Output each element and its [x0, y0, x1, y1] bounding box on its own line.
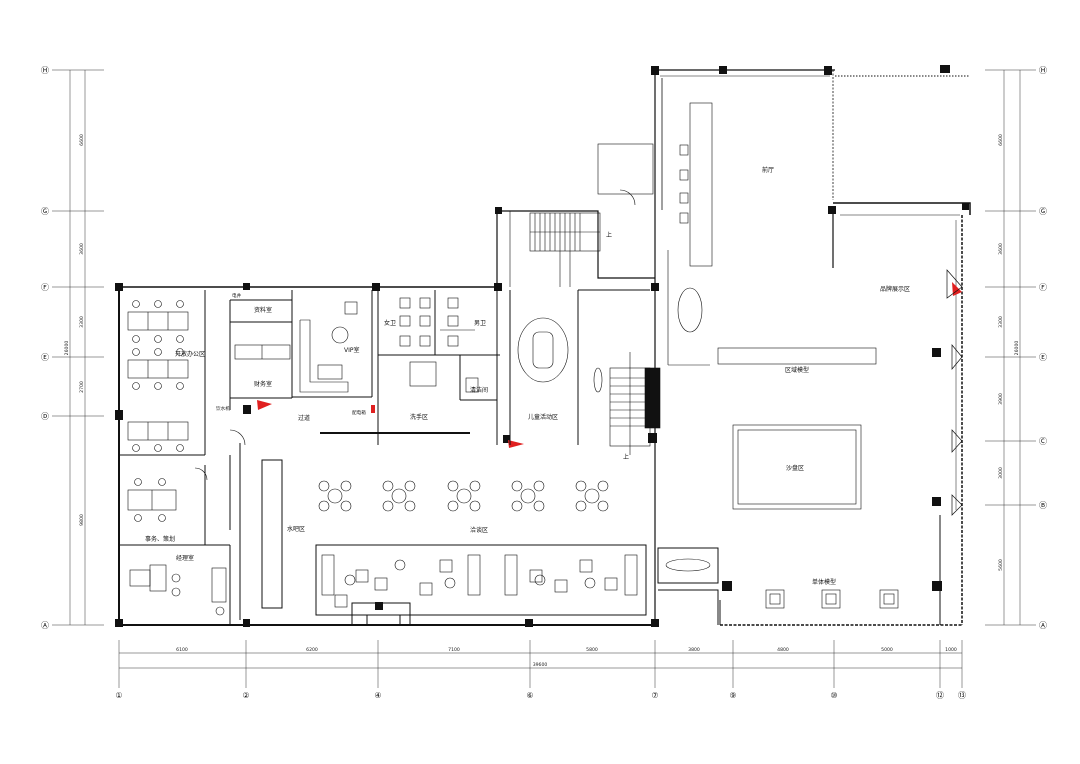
dim-right-2: 3600 [998, 243, 1004, 255]
label-water-bar: 水吧区 [287, 525, 305, 533]
axis-e-right: Ⓔ [1039, 353, 1047, 362]
label-female-wc: 女卫 [384, 319, 396, 327]
dim-right-4: 3900 [998, 393, 1004, 405]
axis-a-left: Ⓐ [41, 621, 49, 630]
axis-e-left: Ⓔ [41, 353, 49, 362]
label-negotiation: 洽谈区 [470, 526, 488, 534]
label-electric: 电井 [232, 292, 242, 299]
dim-left-3: 3300 [79, 316, 85, 328]
column-axis: ① ② ④ ⑥ ⑦ ⑨ ⑩ ⑫ ⑬ [115, 691, 966, 700]
dim-right-5: 3000 [998, 467, 1004, 479]
label-lobby: 前厅 [762, 166, 774, 174]
dim-bottom-3: 7100 [448, 647, 460, 653]
axis-7: ⑦ [651, 691, 658, 700]
axis-2: ② [242, 691, 249, 700]
dim-left-total: 26000 [64, 341, 70, 356]
dim-bottom-6: 4800 [777, 647, 789, 653]
stair-up-label: 上 [606, 231, 612, 239]
label-manager: 经理室 [176, 554, 194, 562]
axis-6: ⑥ [526, 691, 533, 700]
axis-b-right: Ⓑ [1039, 501, 1047, 510]
fire-hydrants [257, 282, 962, 448]
axis-h-left: Ⓗ [41, 66, 49, 75]
axis-g-right: Ⓖ [1039, 207, 1047, 216]
label-corridor: 过道 [298, 414, 310, 422]
label-finance: 财务室 [254, 380, 272, 388]
axis-f-left: Ⓕ [41, 283, 49, 292]
label-washing: 洗手区 [410, 413, 428, 421]
brand-display-marks [946, 269, 963, 516]
interior-walls [119, 289, 719, 625]
label-cleaning: 清洁间 [470, 386, 488, 394]
stair-up-label-2: 上 [623, 453, 629, 461]
dim-bottom-total: 39600 [533, 662, 548, 668]
dim-left-1: 6600 [79, 134, 85, 146]
label-water-room: 饮水机 [216, 405, 230, 412]
label-brand: 品牌展示区 [880, 285, 910, 293]
dimension-labels: 6100 6200 7100 5800 3800 4800 5000 1000 … [64, 134, 1020, 668]
dim-left-4: 2700 [79, 381, 85, 393]
axis-f-right: Ⓕ [1039, 283, 1047, 292]
dim-right-1: 6600 [998, 134, 1004, 146]
open-office-desks [127, 102, 899, 616]
axis-h-right: Ⓗ [1039, 66, 1047, 75]
label-sand-table: 沙盘区 [786, 464, 804, 472]
dim-bottom-1: 6100 [176, 647, 188, 653]
room-labels: 开放办公区 资料室 财务室 VIP室 女卫 男卫 清洁间 洗手区 儿童活动区 过… [145, 166, 910, 586]
axis-13: ⑬ [958, 691, 966, 700]
axis-grid [52, 69, 1036, 688]
axis-1: ① [115, 691, 122, 700]
dim-bottom-2: 6200 [306, 647, 318, 653]
label-male-wc: 男卫 [474, 320, 486, 327]
label-distribution: 配电箱 [352, 409, 366, 416]
axis-g-left: Ⓖ [41, 207, 49, 216]
label-kids: 儿童活动区 [528, 413, 558, 421]
dim-bottom-8: 1000 [945, 647, 957, 653]
axis-10: ⑩ [830, 691, 837, 700]
axis-c-right: Ⓒ [1039, 437, 1047, 446]
dim-right-total: 26000 [1014, 341, 1020, 356]
dim-left-5: 9800 [79, 514, 85, 526]
label-area-model: 区域模型 [785, 366, 809, 374]
stair-north [529, 143, 654, 287]
label-archive: 资料室 [254, 306, 272, 314]
dim-left-2: 3600 [79, 243, 85, 255]
row-axis-left: Ⓗ Ⓖ Ⓕ Ⓔ Ⓓ Ⓐ [41, 66, 49, 630]
dim-bottom-5: 3800 [688, 647, 700, 653]
structural-columns [115, 65, 969, 627]
label-affairs: 事务、策划 [145, 535, 175, 543]
dim-right-6: 5600 [998, 559, 1004, 571]
axis-a-right: Ⓐ [1039, 621, 1047, 630]
stair-south [609, 352, 661, 455]
dim-bottom-4: 5800 [586, 647, 598, 653]
dim-right-3: 3300 [998, 316, 1004, 328]
negotiation-tables [318, 480, 638, 608]
label-open-office: 开放办公区 [175, 350, 205, 358]
label-unit-model: 单体模型 [812, 578, 836, 586]
dim-bottom-7: 5000 [881, 647, 893, 653]
label-vip: VIP室 [344, 346, 360, 354]
row-axis-right: Ⓗ Ⓖ Ⓕ Ⓔ Ⓒ Ⓑ Ⓐ [1039, 66, 1047, 630]
axis-9: ⑨ [729, 691, 736, 700]
axis-d-left: Ⓓ [41, 412, 49, 421]
axis-4: ④ [374, 691, 381, 700]
exterior-walls [118, 69, 971, 626]
axis-12: ⑫ [936, 691, 944, 700]
